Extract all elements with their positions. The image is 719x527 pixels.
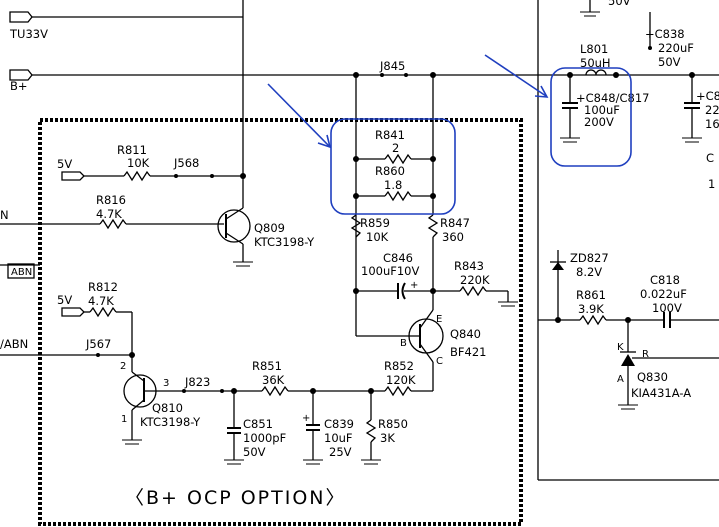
r850-ref: R850 [378, 417, 408, 431]
q830-shunt-regulator [618, 320, 719, 410]
n-left-label: N [0, 208, 9, 222]
r841-ref: R841 [375, 128, 405, 142]
c839-plus: + [302, 413, 310, 424]
q840-c: C [436, 356, 443, 367]
r860-val: 1.8 [384, 178, 402, 192]
c8x-val: 22 [705, 103, 719, 117]
r852-val: 120K [386, 373, 416, 387]
q810-pin3: 3 [163, 378, 169, 389]
q810-pin2: 2 [120, 361, 126, 372]
q830-r: R [642, 349, 649, 360]
v5-top-label: 5V [57, 157, 72, 171]
r843-val: 220K [460, 273, 490, 287]
ocp-option-title: 〈B+ OCP OPTION〉 [125, 487, 347, 509]
tu33v-connector: TU33V [9, 11, 48, 41]
bplus-connector: B+ [9, 69, 33, 93]
c839-volt: 25V [329, 445, 352, 459]
r851-val: 36K [262, 373, 285, 387]
q810-val: KTC3198-Y [140, 415, 201, 429]
c848-volt: 200V [584, 115, 614, 129]
zd827-val: 8.2V [576, 265, 602, 279]
q809-val: KTC3198-Y [254, 235, 315, 249]
c851-val: 1000pF [243, 431, 286, 445]
q810-transistor [122, 371, 210, 445]
cx-val: 1 [708, 177, 715, 191]
q809-transistor [217, 176, 253, 267]
v5-left-connector: 5V [57, 293, 85, 317]
highlight-c848 [550, 67, 632, 167]
c8x-ref: +C8 [696, 89, 719, 103]
r811-val: 10K [127, 156, 150, 170]
q840-e: E [436, 314, 442, 325]
c8x-volt: 16 [705, 117, 719, 131]
v5-left-label: 5V [57, 293, 72, 307]
r859-val: 10K [366, 230, 389, 244]
q810-ref: Q810 [152, 401, 183, 415]
r860-ref: R860 [375, 164, 405, 178]
ocp-option-box [38, 118, 523, 526]
q840-transistor [355, 309, 444, 391]
r843-ref: R843 [454, 259, 484, 273]
c848-val: 100uF [584, 103, 620, 117]
c846-plus: + [410, 280, 418, 291]
j823-ref: J823 [184, 375, 210, 389]
r847-val: 360 [442, 230, 464, 244]
j845-ref: J845 [379, 59, 405, 73]
c818-val: 0.022uF [640, 287, 687, 301]
q830-val: KIA431A-A [631, 386, 691, 400]
j568-ref: J568 [173, 156, 199, 170]
r816-val: 4.7K [96, 207, 122, 221]
r851-ref: R851 [252, 359, 282, 373]
r850-val: 3K [380, 431, 395, 445]
c818-volt: 100V [652, 301, 682, 315]
c839-ref: C839 [324, 417, 354, 431]
q840-b: B [400, 338, 407, 349]
q810-pin1: 1 [121, 414, 127, 425]
q830-k: K [617, 342, 624, 353]
c838-volt: 50V [658, 55, 681, 69]
c838-ref: +C838 [645, 27, 685, 41]
r811-ref: R811 [117, 143, 147, 157]
c846-val: 100uF10V [361, 264, 419, 278]
c839-val: 10uF [324, 431, 353, 445]
r859-ref: R859 [360, 216, 390, 230]
cx-ref: C [706, 151, 714, 165]
q809-ref: Q809 [254, 221, 285, 235]
annotation-arrows [267, 54, 549, 149]
bplus-label: B+ [10, 79, 28, 93]
r812-ref: R812 [88, 280, 118, 294]
r816-ref: R816 [96, 193, 126, 207]
c818-ref: C818 [650, 273, 680, 287]
zd827-ref: ZD827 [570, 251, 609, 265]
q830-ref: Q830 [637, 370, 668, 384]
q840-ref: Q840 [450, 327, 481, 341]
q840-val: BF421 [450, 345, 486, 359]
v50-top-label: 50V [608, 0, 631, 8]
v5-top-connector: 5V [57, 157, 85, 181]
top-rails [32, 0, 719, 481]
c838-val: 220uF [658, 41, 694, 55]
highlight-r841-r860 [330, 118, 456, 215]
r847-ref: R847 [440, 216, 470, 230]
c851-volt: 50V [243, 445, 266, 459]
r841-val: 2 [392, 141, 399, 155]
r861-val: 3.9K [578, 302, 604, 316]
q830-a: A [617, 374, 624, 385]
r861-ref: R861 [576, 288, 606, 302]
l801-ref: L801 [580, 42, 608, 56]
c851-ref: C851 [243, 417, 273, 431]
j567-ref: J567 [85, 337, 111, 351]
c846-ref: C846 [383, 251, 413, 265]
r812-val: 4.7K [88, 294, 114, 308]
tu33v-label: TU33V [9, 27, 48, 41]
abn2-label: /ABN [0, 337, 28, 351]
l801-val: 50uH [580, 56, 611, 70]
abn-label: ABN [11, 267, 32, 278]
r852-ref: R852 [384, 359, 414, 373]
